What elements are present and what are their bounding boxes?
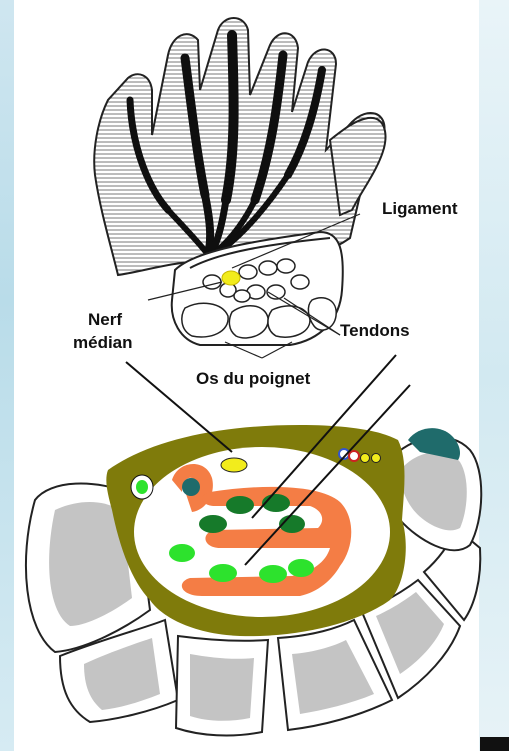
label-ligament: Ligament	[382, 199, 458, 218]
median-nerve	[221, 458, 247, 472]
corner-mark	[480, 737, 509, 751]
hand-illustration	[94, 18, 385, 345]
median-nerve-highlight	[222, 271, 240, 285]
thumb	[330, 118, 385, 215]
label-os-du-poignet: Os du poignet	[196, 369, 311, 388]
teal-dot	[182, 478, 200, 496]
cross-section	[26, 425, 481, 735]
label-median: médian	[73, 333, 133, 352]
label-tendons: Tendons	[340, 321, 410, 340]
label-nerf: Nerf	[88, 310, 122, 329]
